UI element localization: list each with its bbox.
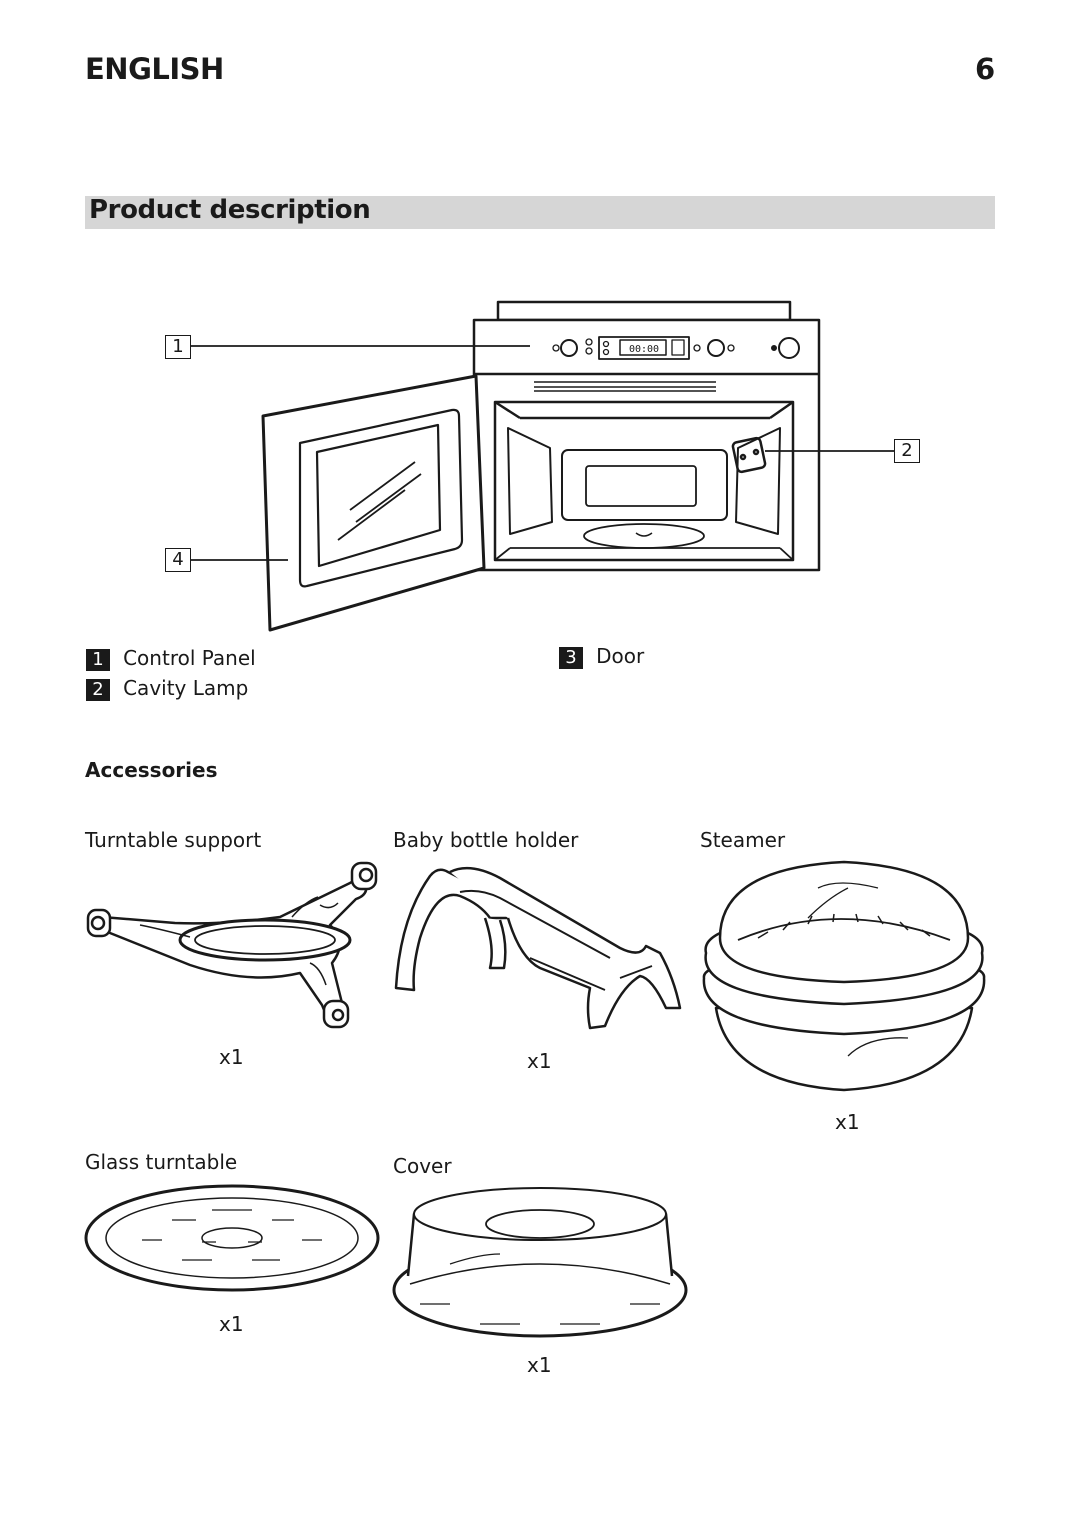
accessory-name: Glass turntable [85, 1150, 238, 1174]
accessory-name: Turntable support [85, 828, 262, 852]
legend-number: 3 [559, 647, 583, 669]
legend-item: 3 Door [559, 644, 644, 669]
legend-number: 1 [86, 649, 110, 671]
callout-cavity-lamp: 2 [894, 439, 920, 463]
page-number: 6 [975, 52, 995, 86]
steamer-image [698, 858, 990, 1098]
baby-bottle-holder-image [390, 858, 690, 1038]
accessory-qty: x1 [527, 1049, 552, 1073]
legend-label: Door [596, 644, 645, 668]
legend-label: Control Panel [123, 646, 256, 670]
callout-door: 4 [165, 548, 191, 572]
accessory-name: Baby bottle holder [393, 828, 579, 852]
microwave-illustration: 00:00 [0, 0, 1080, 700]
callout-control-panel: 1 [165, 335, 191, 359]
accessory-qty: x1 [527, 1353, 552, 1377]
accessories-heading: Accessories [85, 758, 218, 782]
legend-label: Cavity Lamp [123, 676, 249, 700]
accessory-qty: x1 [219, 1312, 244, 1336]
accessory-name: Cover [393, 1154, 452, 1178]
accessory-name: Steamer [700, 828, 786, 852]
legend-item: 2 Cavity Lamp [86, 676, 248, 701]
display-readout: 00:00 [629, 344, 659, 355]
accessory-qty: x1 [219, 1045, 244, 1069]
legend-number: 2 [86, 679, 110, 701]
cover-image [390, 1184, 690, 1342]
legend-item: 1 Control Panel [86, 646, 256, 671]
language-heading: ENGLISH [85, 52, 224, 86]
glass-turntable-image [82, 1180, 382, 1300]
section-bar: Product description [85, 195, 995, 229]
accessory-qty: x1 [835, 1110, 860, 1134]
section-title: Product description [89, 195, 371, 225]
turntable-support-image [80, 855, 390, 1040]
